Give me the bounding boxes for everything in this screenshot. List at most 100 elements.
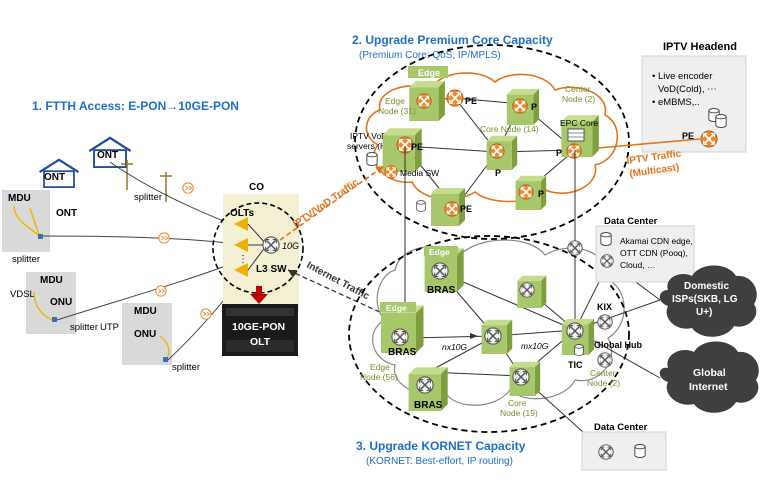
kornet-edge-banner-2 bbox=[380, 302, 416, 312]
kornet-core-router-icon-2 bbox=[519, 282, 535, 298]
bras-left-label: BRAS bbox=[388, 347, 417, 358]
domestic-isps-cloud: Domestic ISPs(SKB, LG U+) bbox=[659, 265, 757, 337]
dc-top-item-2: OTT CDN (Pooq), bbox=[620, 248, 688, 258]
upgrade-arrow-icon bbox=[250, 286, 268, 304]
headend-item-2: VoD(Cold), ⋯ bbox=[658, 84, 717, 95]
premium-p-top-label: P bbox=[531, 102, 537, 112]
bras-bottom-router-icon bbox=[416, 376, 434, 394]
kix-router-icon bbox=[597, 314, 613, 330]
premium-pe-top-label: PE bbox=[465, 96, 477, 106]
bras-left-router-icon bbox=[391, 328, 409, 346]
kornet-core-node-label-2: Node (19) bbox=[500, 408, 538, 418]
premium-center-node-label-2: Node (2) bbox=[562, 94, 595, 104]
onu-label-2: ONU bbox=[134, 329, 156, 340]
kornet-core-router-icon-1 bbox=[484, 327, 502, 345]
vdsl-label: VDSL bbox=[10, 289, 35, 300]
kornet-subtitle: (KORNET: Best-effort, IP routing) bbox=[366, 456, 513, 467]
bras-top-label: BRAS bbox=[427, 285, 456, 296]
kix-label: KIX bbox=[597, 302, 612, 312]
headend-item-1: • Live encoder bbox=[652, 71, 712, 82]
iptv-vod-traffic-label: IPTV/VoD Traffic bbox=[291, 177, 361, 230]
olt-ellipsis: ⋮ bbox=[238, 254, 248, 265]
premium-p-center-label: P bbox=[556, 148, 562, 158]
onu-label-1: ONU bbox=[50, 297, 72, 308]
splitter-label-3: splitter bbox=[70, 322, 98, 333]
vod-servers-db-icon bbox=[366, 152, 378, 166]
dc-bottom-router-icon bbox=[598, 444, 614, 460]
olt-box-label-1: 10GE-PON bbox=[232, 321, 285, 333]
premium-edge-router-icon bbox=[416, 93, 432, 109]
mdu-label-2: MDU bbox=[40, 275, 63, 286]
premium-center-node-label-1: Center bbox=[565, 84, 591, 94]
kornet-edge-node-label-2: Node (56) bbox=[360, 372, 398, 382]
dc-top-item-1: Akamai CDN edge, bbox=[620, 236, 693, 246]
premium-core-node-label: Core Node (14) bbox=[480, 124, 539, 134]
data-center-top: Data Center Akamai CDN edge, OTT CDN (Po… bbox=[595, 216, 695, 283]
domestic-isps-label-3: U+) bbox=[696, 307, 712, 318]
tic-router-icon bbox=[566, 322, 584, 340]
dc-top-db-icon bbox=[600, 232, 612, 246]
kornet-edge-node-label-1: Edge bbox=[370, 362, 390, 372]
kornet-title: 3. Upgrade KORNET Capacity bbox=[356, 439, 526, 453]
kornet-center-node-label-1: Center bbox=[590, 368, 616, 378]
bras-bottom-label: BRAS bbox=[414, 400, 443, 411]
splitter-label-2: splitter bbox=[12, 254, 40, 265]
repeater-icon-1 bbox=[182, 182, 194, 194]
premium-pe-left-label: PE bbox=[411, 142, 423, 152]
dc-bottom-db-icon bbox=[634, 444, 646, 458]
dc-top-router-icon bbox=[600, 254, 614, 268]
olt-chassis: 10GE-PON OLT bbox=[222, 304, 298, 356]
media-sw-router-icon bbox=[384, 165, 398, 179]
data-center-top-title: Data Center bbox=[604, 216, 658, 227]
internet-traffic-arrow bbox=[287, 269, 385, 315]
olts-label: OLTs bbox=[230, 208, 255, 219]
mdu-label-3: MDU bbox=[134, 306, 157, 317]
kornet-center-node-label-2: Node (2) bbox=[587, 378, 620, 388]
premium-p-bottom-router-icon bbox=[518, 184, 534, 200]
dc-top-item-3: Cloud, … bbox=[620, 260, 655, 270]
pe-bottom-db-icon bbox=[416, 200, 426, 212]
splitter-label-4: splitter bbox=[172, 362, 200, 373]
premium-edge-node-label-1: Edge bbox=[385, 96, 405, 106]
ont-label-2: ONT bbox=[44, 172, 65, 183]
iptv-headend: IPTV Headend • Live encoder VoD(Cold), ⋯… bbox=[641, 41, 747, 153]
premium-title: 2. Upgrade Premium Core Capacity bbox=[352, 33, 553, 47]
premium-pe-top-router-icon bbox=[446, 89, 464, 107]
premium-edge-banner-text: Edge bbox=[418, 68, 440, 78]
nx10g-label: nx10G bbox=[442, 342, 467, 352]
premium-pe-bottom-router-icon bbox=[444, 201, 460, 217]
premium-edge-banner bbox=[408, 66, 448, 78]
global-hub-label: Global Hub bbox=[594, 340, 642, 350]
mdu-building-1: MDU ONT splitter bbox=[2, 190, 77, 265]
tic-label: TIC bbox=[568, 360, 583, 370]
tic-db-icon bbox=[574, 344, 584, 356]
global-internet-label-1: Global bbox=[693, 367, 726, 379]
repeater-icon-2 bbox=[158, 232, 170, 244]
domestic-isps-label-2: ISPs(SKB, LG bbox=[672, 294, 738, 305]
kornet-edge-label-2: Edge bbox=[386, 303, 407, 313]
utility-pole-icon-1 bbox=[121, 160, 133, 190]
vod-servers-label-2: servers (Hot) bbox=[347, 141, 396, 151]
ont-label-1: ONT bbox=[97, 150, 118, 161]
epc-core-server-icon bbox=[567, 128, 585, 142]
premium-pe-bottom-label: PE bbox=[460, 204, 472, 214]
iptv-vod-traffic-arrow bbox=[279, 165, 385, 241]
kornet-edge-banner-1 bbox=[424, 246, 458, 256]
mdu-label-1: MDU bbox=[8, 193, 31, 204]
mx10g-label: mx10G bbox=[521, 341, 549, 351]
repeater-icon-3 bbox=[155, 285, 167, 297]
domestic-isps-label-1: Domestic bbox=[684, 281, 729, 292]
mdu-building-2: MDU VDSL ONU splitter bbox=[10, 272, 98, 334]
headend-pe-label: PE bbox=[682, 131, 694, 141]
utp-label: UTP bbox=[100, 322, 119, 333]
kornet-core-node-label-1: Core bbox=[508, 398, 527, 408]
splitter-label-1: splitter bbox=[134, 192, 162, 203]
headend-db-icon-2 bbox=[715, 114, 727, 128]
vod-servers-label-1: IPTV VoD bbox=[350, 131, 387, 141]
premium-edge-node-label-2: Node (31) bbox=[378, 106, 416, 116]
global-internet-label-2: Internet bbox=[689, 381, 728, 393]
premium-p-top-router-icon bbox=[512, 98, 528, 114]
co-10g-label: 10G bbox=[282, 241, 299, 251]
headend-item-3: • eMBMS,.. bbox=[652, 97, 700, 108]
